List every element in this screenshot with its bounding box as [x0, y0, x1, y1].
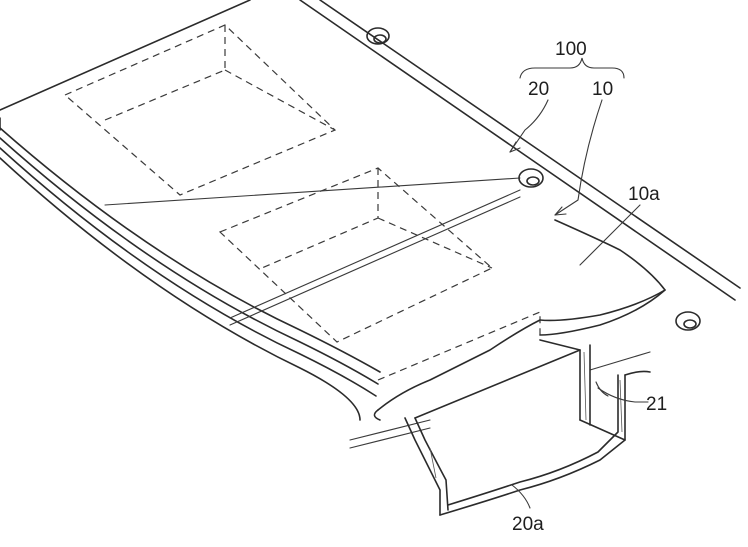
bolt-holes — [366, 27, 701, 331]
hole-2 — [518, 168, 544, 188]
leader-10a — [579, 204, 641, 266]
hole-1 — [366, 27, 390, 45]
leader-20a — [511, 484, 531, 509]
hole-3 — [675, 311, 701, 331]
label-10: 10 — [592, 79, 613, 100]
hidden-recesses — [63, 24, 541, 381]
brace-100 — [519, 57, 625, 79]
lower-member-10 — [373, 219, 666, 421]
leader-20 — [509, 99, 549, 153]
upper-panel — [0, 0, 741, 421]
flange-strip — [104, 177, 651, 449]
label-21: 21 — [646, 394, 667, 415]
leader-lines — [509, 57, 649, 509]
leader-10 — [554, 99, 603, 216]
label-100: 100 — [555, 39, 587, 60]
label-20: 20 — [528, 79, 549, 100]
label-10a: 10a — [628, 184, 660, 205]
label-20a: 20a — [512, 514, 544, 535]
channel-section — [404, 339, 651, 516]
